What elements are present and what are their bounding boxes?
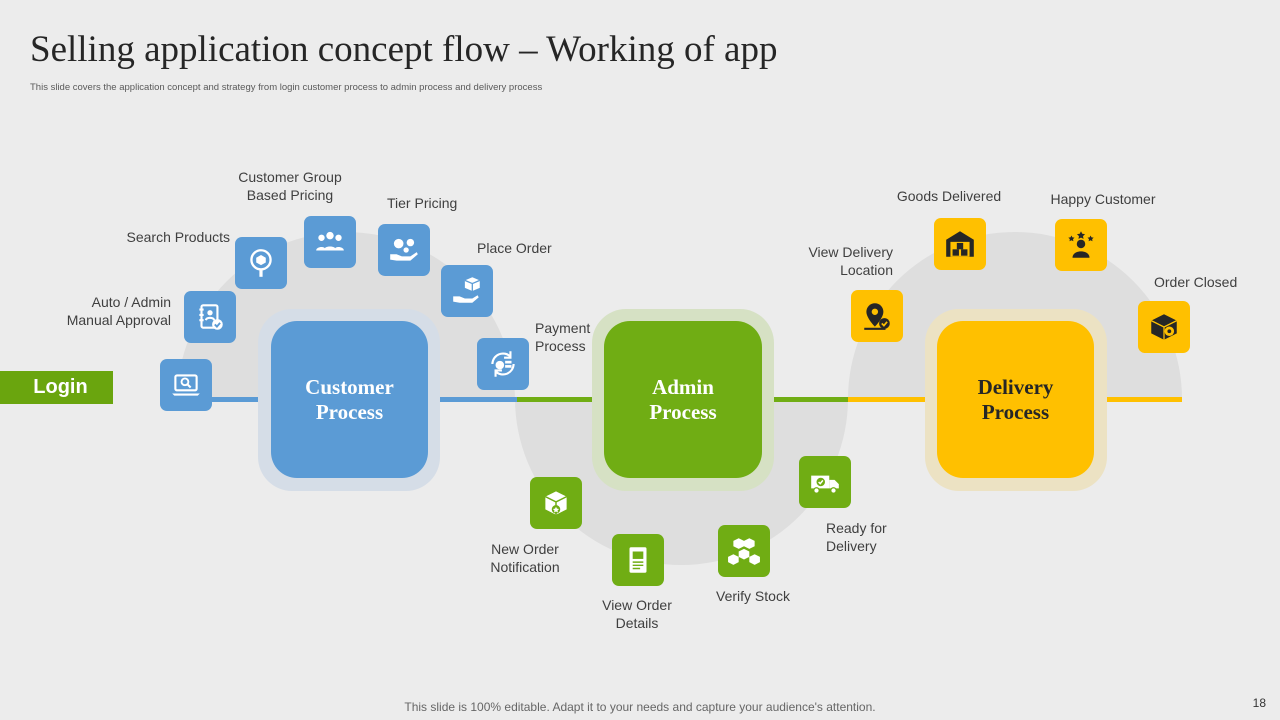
order-closed-label: Order Closed bbox=[1154, 274, 1238, 290]
truck-check-icon[interactable] bbox=[799, 456, 851, 508]
user-group-icon[interactable] bbox=[304, 216, 356, 268]
slide-subtitle: This slide covers the application concep… bbox=[30, 82, 543, 93]
new-order-notification-label: New Order Notification bbox=[490, 541, 560, 575]
tier-pricing-label: Tier Pricing bbox=[387, 195, 458, 211]
delivery-process-box[interactable]: Delivery Process bbox=[937, 321, 1094, 478]
page-number: 18 bbox=[1252, 696, 1266, 710]
stacked-boxes-icon[interactable] bbox=[718, 525, 770, 577]
footer-note: This slide is 100% editable. Adapt it to… bbox=[404, 700, 876, 714]
box-gear-icon[interactable] bbox=[1138, 301, 1190, 353]
search-products-label: Search Products bbox=[126, 229, 231, 245]
location-pin-check-icon[interactable] bbox=[851, 290, 903, 342]
document-icon[interactable] bbox=[612, 534, 664, 586]
contact-book-check-icon[interactable] bbox=[184, 291, 236, 343]
money-cycle-icon[interactable] bbox=[477, 338, 529, 390]
magnifier-box-icon[interactable] bbox=[235, 237, 287, 289]
hand-package-icon[interactable] bbox=[441, 265, 493, 317]
view-delivery-location-label: View Delivery Location bbox=[808, 244, 893, 278]
payment-process-label: Payment Process bbox=[535, 320, 591, 354]
warehouse-icon[interactable] bbox=[934, 218, 986, 270]
slide-title: Selling application concept flow – Worki… bbox=[30, 29, 778, 70]
view-order-details-label: View Order Details bbox=[602, 597, 672, 631]
admin-process-box[interactable]: Admin Process bbox=[604, 321, 762, 478]
verify-stock-label: Verify Stock bbox=[716, 588, 790, 604]
goods-delivered-label: Goods Delivered bbox=[896, 188, 1002, 204]
customer-process-box[interactable]: Customer Process bbox=[271, 321, 428, 478]
hand-coins-icon[interactable] bbox=[378, 224, 430, 276]
laptop-search-icon[interactable] bbox=[160, 359, 212, 411]
box-star-icon[interactable] bbox=[530, 477, 582, 529]
auto-admin-approval-label: Auto / Admin Manual Approval bbox=[66, 294, 171, 328]
customer-group-pricing-label: Customer Group Based Pricing bbox=[238, 169, 342, 203]
happy-customer-label: Happy Customer bbox=[1050, 191, 1156, 207]
login-tab[interactable]: Login bbox=[0, 371, 113, 404]
place-order-label: Place Order bbox=[477, 240, 552, 256]
person-stars-icon[interactable] bbox=[1055, 219, 1107, 271]
ready-for-delivery-label: Ready for Delivery bbox=[826, 520, 887, 554]
